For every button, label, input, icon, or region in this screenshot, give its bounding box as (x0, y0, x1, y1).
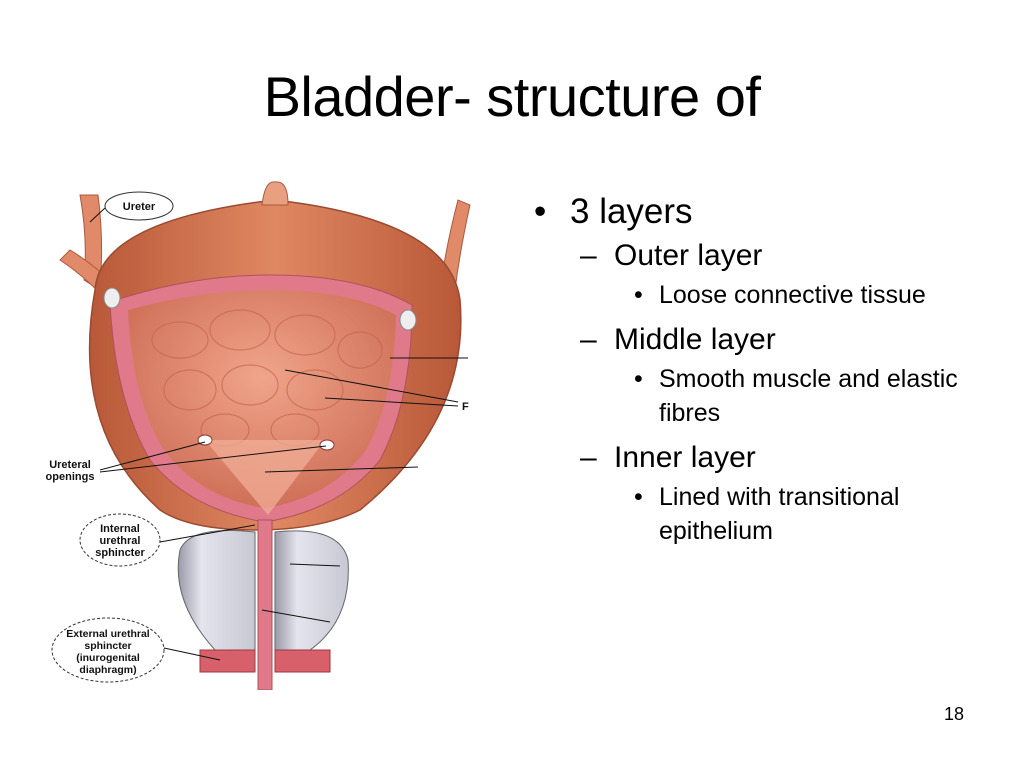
right-leader-low (264, 466, 419, 473)
ureteral-openings-leader-1 (99, 441, 206, 471)
urethra-leader (261, 609, 331, 623)
right-edge-label: F (462, 401, 469, 413)
urethra (257, 519, 273, 690)
bladder-diagram: Ureter Ureteral openings Internal urethr… (46, 181, 471, 690)
dash-mark: – (580, 323, 597, 356)
rugae-texture (151, 309, 383, 447)
ureteral-openings-label-line1: Ureteral (49, 459, 91, 471)
external-sphincter-label-line4: diaphragm) (79, 664, 136, 676)
sub-bullet-text: Inner layer (614, 441, 756, 474)
sub-bullet-text: Outer layer (614, 239, 763, 272)
right-leader-mid (284, 369, 459, 403)
left-ureter-port (103, 287, 121, 309)
prostate-leader (289, 563, 341, 567)
sub-bullet-inner-layer: – Inner layer (532, 438, 1002, 478)
dash-mark: – (580, 239, 597, 272)
prostate-left-lobe (177, 529, 256, 656)
bullet-mark: • (634, 365, 643, 393)
detail-text: Lined with transitional epithelium (659, 483, 900, 545)
prostate-right-lobe (274, 530, 349, 656)
right-ureteral-opening (319, 439, 335, 451)
internal-sphincter-label-line3: sphincter (95, 547, 145, 559)
ureteral-openings-leader-2 (99, 445, 327, 473)
external-sphincter-label-line1: External urethral (66, 628, 150, 640)
internal-sphincter-label-line1: Internal (100, 523, 140, 535)
detail-text: Loose connective tissue (659, 281, 926, 309)
right-ureter-port (399, 309, 417, 331)
internal-sphincter-callout (79, 513, 161, 567)
sub-bullet-middle-layer: – Middle layer (532, 320, 1002, 360)
bladder-illustration: Ureter Ureteral openings Internal urethr… (40, 180, 490, 690)
ureteral-openings-label-line2: openings (46, 471, 95, 483)
detail-middle-layer: • Smooth muscle and elastic fibres (532, 362, 1002, 430)
left-diaphragm-muscle (199, 649, 256, 673)
bullet-mark: • (634, 483, 643, 511)
bullet-text: 3 layers (570, 192, 693, 231)
ureter-callout (104, 191, 174, 221)
page-number: 18 (943, 704, 964, 724)
right-leader-mid2 (324, 397, 459, 407)
internal-sphincter-label-line2: urethral (100, 535, 141, 547)
dash-mark: – (580, 441, 597, 474)
external-sphincter-label-line2: sphincter (84, 640, 131, 652)
detail-inner-layer: • Lined with transitional epithelium (532, 480, 1002, 548)
sub-bullet-outer-layer: – Outer layer (532, 236, 1002, 276)
trigone (205, 440, 325, 515)
external-sphincter-callout (51, 617, 165, 683)
ureter-leader (89, 207, 106, 223)
urachus (261, 181, 289, 206)
bullet-list: • 3 layers – Outer layer • Loose connect… (532, 190, 1002, 556)
external-sphincter-label-line3: (inurogenital (76, 652, 140, 664)
sub-bullet-text: Middle layer (614, 323, 776, 356)
bullet-layers: • 3 layers (532, 190, 1002, 234)
internal-sphincter-leader (159, 524, 256, 543)
bladder-mucosa (128, 290, 396, 508)
external-sphincter-leader (163, 647, 221, 661)
right-diaphragm-muscle (274, 649, 331, 673)
bullet-mark: • (534, 192, 547, 231)
detail-outer-layer: • Loose connective tissue (532, 278, 1002, 312)
detail-text: Smooth muscle and elastic fibres (659, 365, 958, 427)
slide-title: Bladder- structure of (263, 65, 761, 128)
ureter-label: Ureter (123, 201, 156, 213)
bullet-mark: • (634, 281, 643, 309)
